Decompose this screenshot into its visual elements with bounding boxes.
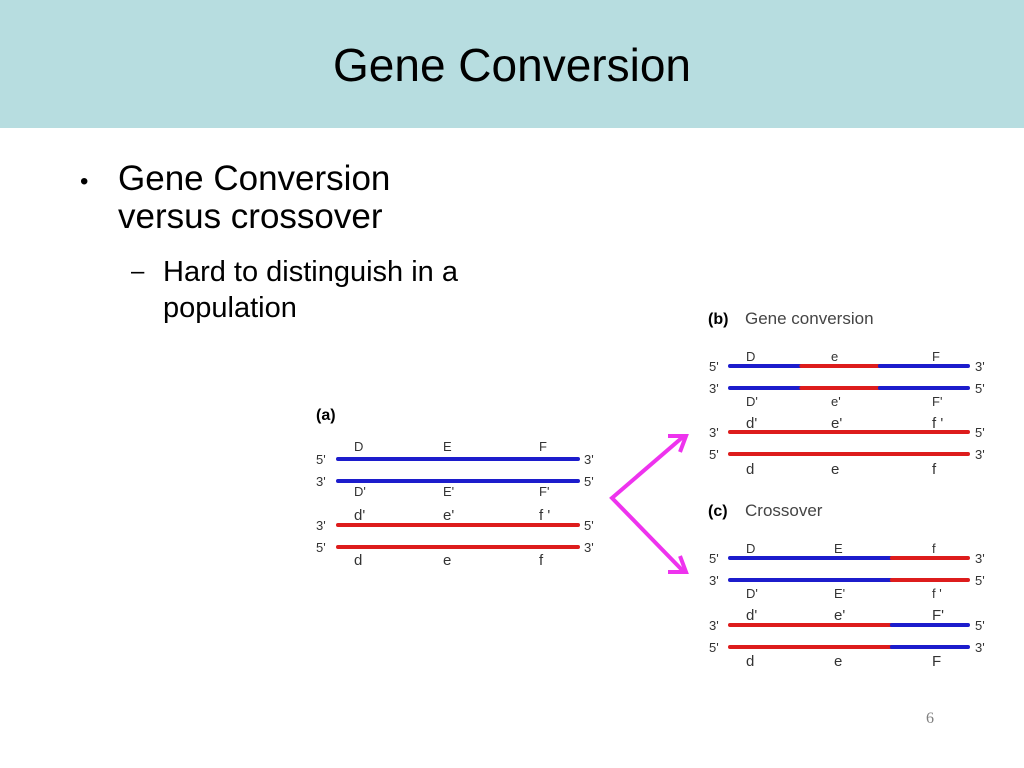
panel-title: Crossover (745, 501, 823, 520)
locus-label: D (354, 439, 363, 454)
strand-end-left: 5' (316, 452, 326, 467)
locus-label: e' (834, 607, 845, 624)
panel-title: Gene conversion (745, 309, 874, 328)
locus-label: D' (746, 394, 758, 409)
locus-label: D' (354, 484, 366, 499)
strand-end-right: 3' (975, 640, 985, 655)
locus-label: D (746, 541, 755, 556)
strand-end-left: 5' (709, 447, 719, 462)
title-bar (0, 0, 1024, 128)
strand-end-right: 3' (584, 540, 594, 555)
strand-end-left: 3' (709, 381, 719, 396)
slide-title: Gene Conversion (333, 39, 691, 91)
locus-label: e' (831, 394, 841, 409)
locus-label: d' (746, 607, 757, 624)
strand-end-right: 3' (584, 452, 594, 467)
locus-label: e' (831, 415, 842, 432)
locus-label: D (746, 349, 755, 364)
strand-end-right: 5' (975, 381, 985, 396)
strand-end-left: 5' (709, 359, 719, 374)
strand-end-left: 3' (709, 618, 719, 633)
locus-label: F (539, 439, 547, 454)
strand-end-right: 5' (975, 573, 985, 588)
bullet-text: Gene Conversion versus crossover (118, 159, 391, 236)
locus-label: e (831, 461, 839, 478)
page-number: 6 (926, 710, 934, 727)
strand-end-left: 5' (316, 540, 326, 555)
locus-label: F (932, 349, 940, 364)
branch-line (609, 434, 686, 574)
locus-label: e (834, 653, 842, 670)
locus-label: d' (746, 415, 757, 432)
locus-label: E' (834, 586, 845, 601)
panel-tag: (b) (708, 311, 728, 328)
strand-end-right: 3' (975, 551, 985, 566)
strand-end-right: 3' (975, 359, 985, 374)
locus-label: e (831, 349, 838, 364)
locus-label: d' (354, 507, 365, 524)
bullet-marker: • (80, 168, 89, 195)
strand-end-left: 3' (709, 425, 719, 440)
locus-label: E (443, 439, 452, 454)
locus-label: E (834, 541, 843, 556)
sub-bullet-text: Hard to distinguish in a population (163, 256, 458, 324)
arrowhead-up (668, 434, 689, 453)
strand-end-right: 5' (584, 474, 594, 489)
strand-end-right: 5' (584, 518, 594, 533)
sub-bullet-marker: – (131, 258, 145, 285)
strand-end-left: 5' (709, 551, 719, 566)
locus-label: E' (443, 484, 454, 499)
strand-end-right: 5' (975, 618, 985, 633)
locus-label: f ' (932, 586, 942, 601)
strand-end-left: 5' (709, 640, 719, 655)
panel-tag: (a) (316, 407, 336, 424)
locus-label: f (932, 461, 937, 478)
branch-arrows (609, 434, 689, 574)
strand-end-left: 3' (709, 573, 719, 588)
arrowhead-down (668, 555, 689, 574)
locus-label: f (539, 552, 544, 569)
locus-label: e' (443, 507, 454, 524)
locus-label: e (443, 552, 451, 569)
locus-label: d (746, 653, 754, 670)
panel-tag: (c) (708, 503, 728, 520)
strand-end-left: 3' (316, 474, 326, 489)
locus-label: f ' (539, 507, 550, 524)
panel-a: (a) 5' 3' 3' 5' 3' 5' 5' 3' D E F D' E' F' d' e' f ' d e f (316, 407, 594, 569)
locus-label: f (932, 541, 936, 556)
strand-end-right: 3' (975, 447, 985, 462)
locus-label: F' (932, 394, 942, 409)
locus-label: f ' (932, 415, 943, 432)
locus-label: F (932, 653, 941, 670)
strand-end-right: 5' (975, 425, 985, 440)
locus-label: d (746, 461, 754, 478)
locus-label: D' (746, 586, 758, 601)
locus-label: F' (539, 484, 549, 499)
strand-end-left: 3' (316, 518, 326, 533)
locus-label: d (354, 552, 362, 569)
locus-label: F' (932, 607, 944, 624)
